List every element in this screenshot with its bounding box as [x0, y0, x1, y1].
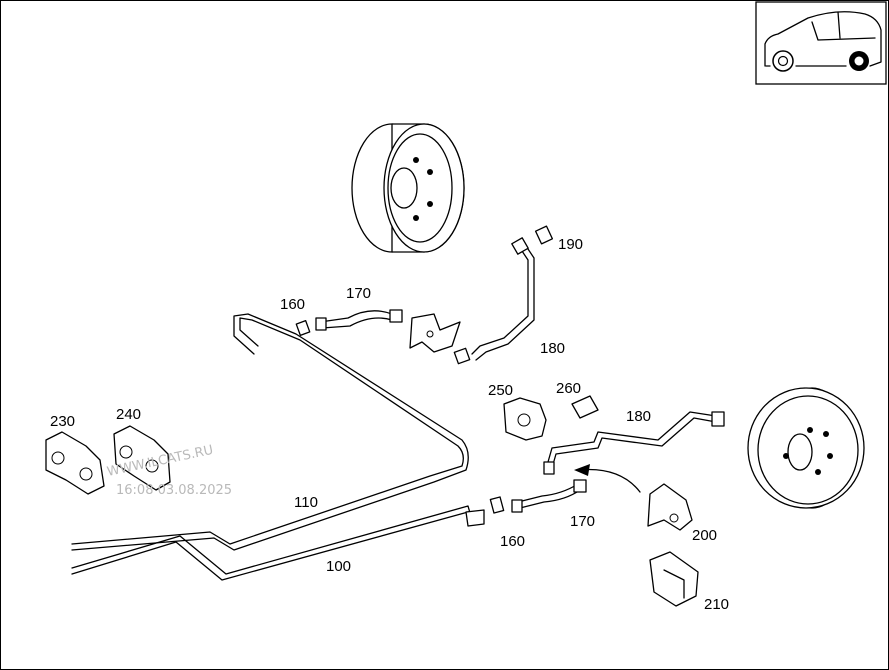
clamp-250 [503, 397, 547, 441]
sleeve-260 [571, 395, 599, 419]
callout-170-lower: 170 [570, 513, 595, 530]
brake-line-110 [71, 313, 469, 551]
brake-line-100 [71, 505, 485, 581]
callout-170-upper: 170 [346, 285, 371, 302]
clip-240 [113, 425, 171, 491]
watermark-timestamp: 16:08 03.08.2025 [116, 483, 232, 498]
brake-drum-lower [747, 387, 865, 509]
callout-110: 110 [294, 494, 318, 511]
clip-230 [45, 431, 105, 495]
callout-240: 240 [116, 406, 141, 423]
callout-160-lower: 160 [500, 533, 525, 550]
union-190 [534, 225, 554, 245]
bracket-200 [574, 464, 693, 531]
callout-260: 260 [556, 380, 581, 397]
hose-bracket-upper [409, 313, 461, 353]
brake-drum-upper [351, 123, 465, 253]
callout-230: 230 [50, 413, 75, 430]
callout-180-upper: 180 [540, 340, 565, 357]
brake-line-180-upper [453, 237, 535, 365]
brake-line-180-lower [543, 411, 725, 475]
callout-250: 250 [488, 382, 513, 399]
brake-hose-170-lower [489, 479, 587, 514]
callout-180-lower: 180 [626, 408, 651, 425]
callout-210: 210 [704, 596, 729, 613]
callout-100: 100 [326, 558, 351, 575]
car-rear-axle-icon [755, 1, 887, 85]
callout-190: 190 [558, 236, 583, 253]
callout-200: 200 [692, 527, 717, 544]
callout-160-upper: 160 [280, 296, 305, 313]
bracket-210 [649, 551, 699, 607]
brake-hose-170-upper [295, 309, 403, 336]
